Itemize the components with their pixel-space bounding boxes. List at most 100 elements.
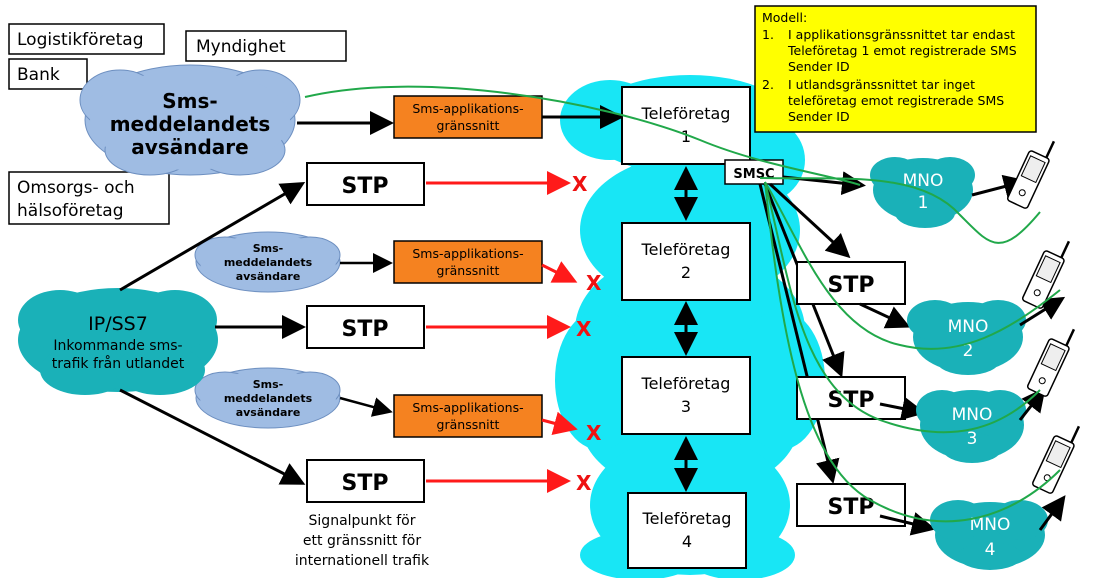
red-arrow-app3: [541, 411, 578, 435]
app2-line2: gränssnitt: [437, 263, 500, 278]
app3-line2: gränssnitt: [437, 417, 500, 432]
telco-box-1: Teleföretag 1: [621, 86, 751, 165]
logistik-box: [8, 23, 165, 55]
arrow-stp-r1-mno2: [859, 302, 911, 329]
mno-3-num: 3: [967, 429, 978, 449]
note-item2-line1: I utlandsgränssnittet tar inget: [788, 77, 975, 92]
myndighet-box: [185, 30, 347, 62]
stp-left-3: STP: [306, 459, 425, 503]
app3-line1: Sms-applikations-: [412, 400, 523, 415]
x-mark-3: X: [576, 317, 592, 341]
phone-icon-3: [1026, 328, 1076, 397]
mno-cloud-4: [930, 500, 1048, 570]
phone-icon-2: [1021, 240, 1071, 309]
mno-4-num: 4: [985, 540, 996, 560]
note-item2-num: 2.: [762, 77, 774, 92]
stp-left-2-label: STP: [342, 317, 389, 342]
stp-right-1: STP: [796, 261, 906, 305]
green-message-paths: [304, 85, 1061, 523]
sender-main-line3: avsändare: [131, 135, 248, 159]
stp-left-2: STP: [306, 305, 425, 349]
green-path-main: [304, 85, 861, 186]
telco-3-num: 3: [681, 397, 691, 416]
mno-2-num: 2: [963, 341, 974, 361]
green-path-mno4: [764, 181, 1061, 523]
red-arrow-app2: [541, 261, 578, 283]
phone-icon-1: [1006, 140, 1056, 209]
stp-left-1-label: STP: [342, 174, 389, 199]
omsorg-label-1: Omsorgs- och: [17, 178, 135, 198]
mno-2-name: MNO: [948, 317, 989, 337]
note-item1-line1: I applikationsgränssnittet tar endast: [788, 27, 1015, 42]
stp-right-2: STP: [796, 376, 906, 420]
green-path-mno2: [764, 181, 1061, 350]
green-path-mno3: [764, 181, 1041, 434]
sender-small1-line2: meddelandets: [224, 256, 313, 269]
telco-4-num: 4: [682, 532, 692, 551]
x-mark-2: X: [586, 271, 602, 295]
telco-1-num: 1: [681, 127, 691, 146]
signal-caption-1: Signalpunkt för: [309, 513, 416, 529]
smsc-label: SMSC: [733, 167, 774, 182]
app-interface-3: Sms-applikations- gränssnitt: [393, 394, 543, 438]
telco-2-num: 2: [681, 263, 691, 282]
x-mark-4: X: [586, 421, 602, 445]
myndighet-label: Myndighet: [196, 37, 286, 57]
stp-right-2-label: STP: [828, 388, 875, 413]
note-title: Modell:: [762, 10, 807, 25]
mno-1-num: 1: [918, 193, 929, 213]
sender-small2-line2: meddelandets: [224, 392, 313, 405]
arrow-ipss7-stp3: [119, 388, 306, 485]
stp-left-3-label: STP: [342, 471, 389, 496]
telco-4-name: Teleföretag: [642, 509, 732, 528]
mno-cloud-2: [907, 300, 1026, 375]
telco-1-name: Teleföretag: [641, 104, 731, 123]
mno-3-name: MNO: [952, 405, 993, 425]
app2-line1: Sms-applikations-: [412, 246, 523, 261]
note-item1-line2: Teleföretag 1 emot registrerade SMS: [787, 43, 1017, 58]
phone-icon-4: [1031, 425, 1081, 494]
sender-small1-line1: Sms-: [253, 242, 284, 255]
arrow-mno2-phone2: [1019, 296, 1066, 327]
model-note: Modell: 1. I applikationsgränssnittet ta…: [754, 5, 1037, 133]
app1-line2: gränssnitt: [437, 118, 500, 133]
sender-main-line2: meddelandets: [110, 112, 271, 136]
mno-cloud-3: [916, 390, 1026, 463]
omsorg-label-2: hälsoföretag: [17, 201, 124, 221]
telco-2-name: Teleföretag: [641, 240, 731, 259]
mno-1-name: MNO: [903, 171, 944, 191]
sender-small2-line1: Sms-: [253, 378, 284, 391]
signal-caption-3: internationell trafik: [295, 553, 430, 569]
bank-box: [8, 58, 88, 90]
stp-right-3: STP: [796, 483, 906, 527]
sender-main-line1: Sms-: [162, 89, 217, 113]
x-mark-5: X: [576, 471, 592, 495]
x-mark-1: X: [572, 172, 588, 196]
note-item2-line2: teleföretag emot registrerade SMS: [788, 93, 1004, 108]
arrow-mno4-phone4: [1038, 495, 1066, 531]
bank-label: Bank: [17, 65, 60, 85]
note-item1-num: 1.: [762, 27, 774, 42]
note-item1-line3: Sender ID: [788, 59, 850, 74]
sender-small1-line3: avsändare: [236, 270, 301, 283]
telco-box-4: Teleföretag 4: [627, 492, 747, 569]
logistik-label: Logistikföretag: [17, 30, 144, 50]
arrow-smsc-stp-r3: [758, 183, 840, 484]
app1-line1: Sms-applikations-: [412, 101, 523, 116]
sender-small2-line3: avsändare: [236, 406, 301, 419]
ipss7-line3: trafik från utlandet: [52, 355, 185, 372]
stp-right-1-label: STP: [828, 273, 875, 298]
ipss7-line2: Inkommande sms-: [53, 338, 182, 354]
ipss7-line1: IP/SS7: [88, 313, 148, 335]
ipss7-cloud: [18, 288, 218, 395]
arrow-smsc-stp-r1: [768, 182, 851, 259]
arrow-small2-to-app3: [339, 396, 393, 417]
app-interface-2: Sms-applikations- gränssnitt: [393, 240, 543, 284]
green-path-mno1: [759, 177, 1041, 244]
omsorg-box: [8, 171, 170, 225]
note-item2-line3: Sender ID: [788, 109, 850, 124]
arrow-mno3-phone3: [1018, 387, 1046, 421]
arrow-stp-r3-mno4: [879, 512, 936, 536]
arrow-ipss7-stp1: [119, 181, 306, 292]
